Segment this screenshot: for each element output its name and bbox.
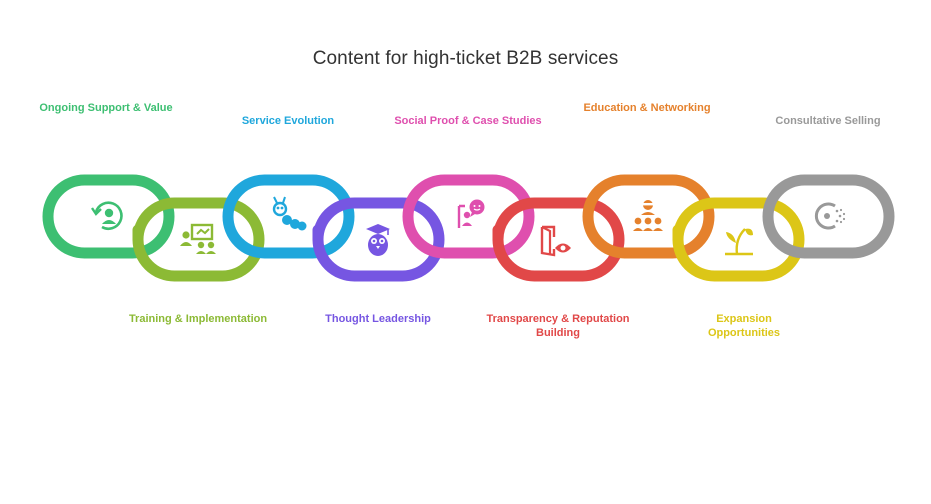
graduate-owl-icon <box>366 224 390 256</box>
chain-link-service-evolution <box>222 174 355 259</box>
chain-link-education <box>582 174 715 259</box>
label-social-proof: Social Proof & Case Studies <box>394 115 542 127</box>
support-cycle-person-icon <box>91 201 123 230</box>
label-ongoing-support: Ongoing Support & Value <box>39 102 173 114</box>
chain-link-ongoing-support <box>42 174 175 259</box>
sprouting-plant-icon <box>725 228 753 256</box>
label-transparency-reputation: Transparency & Reputation Building <box>486 313 630 339</box>
label-thought-leadership: Thought Leadership <box>325 313 431 325</box>
chain-link-social-proof <box>402 174 535 259</box>
consul-dots-icon <box>814 202 846 230</box>
caterpillar-evolution-icon <box>272 196 307 231</box>
label-service-evolution: Service Evolution <box>241 115 335 127</box>
label-consultative-selling: Consultative Selling <box>775 115 881 127</box>
label-expansion-opportunities: Expansion Opportunities <box>707 313 781 339</box>
teacher-group-icon <box>633 200 663 231</box>
label-training-implementation: Training & Implementation <box>128 313 268 325</box>
chain-link-consultative <box>762 174 895 259</box>
presentation-training-icon <box>180 223 216 254</box>
testimonial-speech-icon <box>457 199 485 228</box>
open-door-eye-icon <box>540 225 571 257</box>
label-education-networking: Education & Networking <box>583 102 711 114</box>
page-title: Content for high-ticket B2B services <box>312 48 619 69</box>
